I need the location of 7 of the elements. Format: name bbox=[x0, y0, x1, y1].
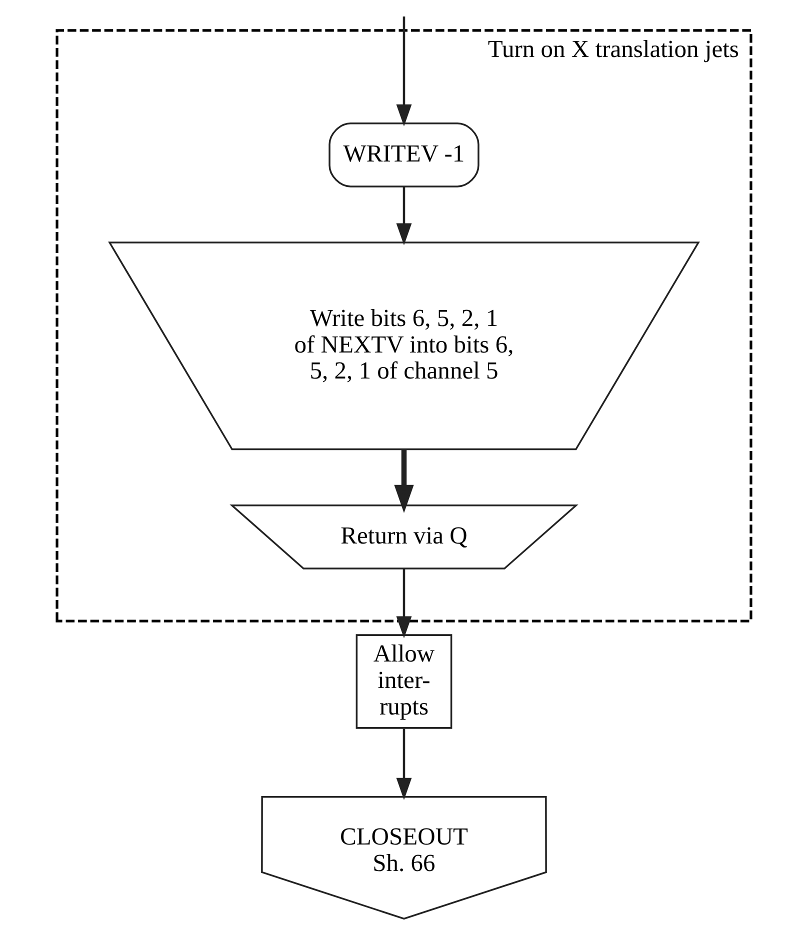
arrow bbox=[394, 450, 414, 514]
arrow bbox=[396, 728, 412, 800]
node-box: Allow inter- rupts bbox=[355, 634, 452, 729]
arrow bbox=[396, 16, 412, 126]
arrow bbox=[396, 568, 412, 638]
node-box: WRITEV -1 bbox=[328, 122, 479, 188]
arrow bbox=[396, 186, 412, 246]
